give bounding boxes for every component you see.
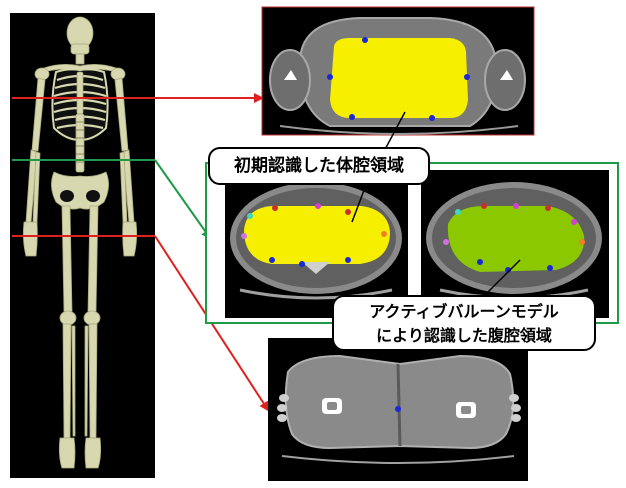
- initial-region-abdomen: [244, 206, 390, 264]
- callout-balloon-line2: により認識した腹腔領域: [334, 324, 594, 348]
- peritoneal-region: [448, 206, 584, 272]
- abdomen-arrow: [155, 160, 210, 238]
- callout-initial-cavity-text: 初期認識した体腔領域: [234, 156, 404, 176]
- callout-initial-cavity: 初期認識した体腔領域: [208, 147, 430, 185]
- ct-slice-chest: [262, 7, 534, 135]
- callout-balloon-model: アクティブバルーンモデル により認識した腹腔領域: [332, 295, 596, 351]
- initial-body-cavity-region: [330, 38, 468, 118]
- skeleton-panel: [10, 13, 155, 478]
- callout-balloon-line1: アクティブバルーンモデル: [334, 300, 594, 324]
- ct-slice-pelvis: [268, 338, 528, 481]
